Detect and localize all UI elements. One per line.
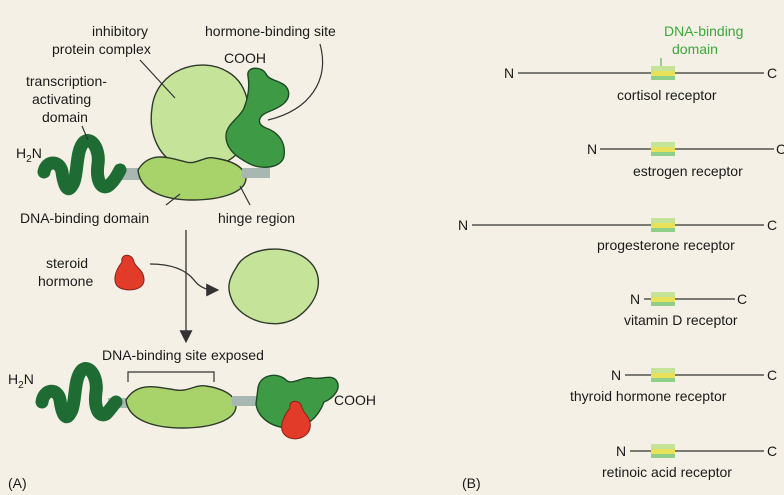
n-terminus-label: N [611,367,621,383]
n-terminus-label: N [504,65,514,81]
receptor-row-retinoic-acid: N C retinoic acid receptor [602,443,777,480]
bound-steroid-hormone [281,400,311,440]
hinge-right [242,168,270,178]
header-dna-binding-2: domain [672,41,718,57]
hormone-binding-domain [225,67,290,168]
active-dna-binding-domain [125,384,237,429]
c-terminus-label: C [767,367,777,383]
header-dna-binding-1: DNA-binding [664,23,743,39]
label-dna-site-exposed: DNA-binding site exposed [102,347,264,363]
n-terminus-label: N [630,291,640,307]
label-steroid-2: hormone [38,273,93,289]
receptor-name: vitamin D receptor [624,312,738,328]
n-terminus-label: N [587,141,597,157]
label-cooh-top: COOH [224,50,266,66]
receptor-row-vitamin-d: N C vitamin D receptor [624,291,747,328]
dna-site-bracket [127,371,215,382]
dna-binding-domain [137,156,247,201]
receptor-row-cortisol: N C cortisol receptor [504,65,777,103]
label-hormone-binding-site: hormone-binding site [205,23,336,39]
arrows-a [149,230,220,344]
label-inhibitory-1: inhibitory [92,23,148,39]
transcription-activating-domain [37,134,127,196]
n-terminus-label: N [458,217,468,233]
receptor-row-thyroid: N C thyroid hormone receptor [570,367,777,404]
c-terminus-label: C [767,217,777,233]
receptor-row-progesterone: N C progesterone receptor [458,217,777,253]
label-steroid-1: steroid [46,255,88,271]
receptor-name: thyroid hormone receptor [570,388,727,404]
label-transcription-1: transcription- [26,73,107,89]
receptor-name: retinoic acid receptor [602,464,732,480]
c-terminus-label: C [767,443,777,459]
leader-lines-a [81,43,324,206]
n-terminus-label: N [616,443,626,459]
active-transcription-domain [35,362,123,424]
active-receptor [35,362,339,440]
c-terminus-label: C [776,141,784,157]
label-cooh-bottom: COOH [334,392,376,408]
panel-a-tag: (A) [8,475,27,491]
label-hinge-region: hinge region [218,210,295,226]
label-h2n-bottom: H2N [8,371,34,391]
label-inhibitory-2: protein complex [52,41,151,57]
label-transcription-3: domain [42,109,88,125]
released-inhibitory-complex [228,248,320,325]
label-transcription-2: activating [32,91,91,107]
receptor-name: cortisol receptor [617,87,717,103]
c-terminus-label: C [767,65,777,81]
inactive-receptor [37,64,290,201]
label-h2n-top: H2N [16,145,42,165]
panel-b-tag: (B) [462,475,481,491]
receptor-name: estrogen receptor [633,163,743,179]
receptor-row-estrogen: N C estrogen receptor [587,141,784,179]
receptor-name: progesterone receptor [597,237,735,253]
active-hinge-right [232,396,262,406]
steroid-hormone [114,254,145,291]
c-terminus-label: C [737,291,747,307]
label-dna-binding-domain: DNA-binding domain [20,210,149,226]
